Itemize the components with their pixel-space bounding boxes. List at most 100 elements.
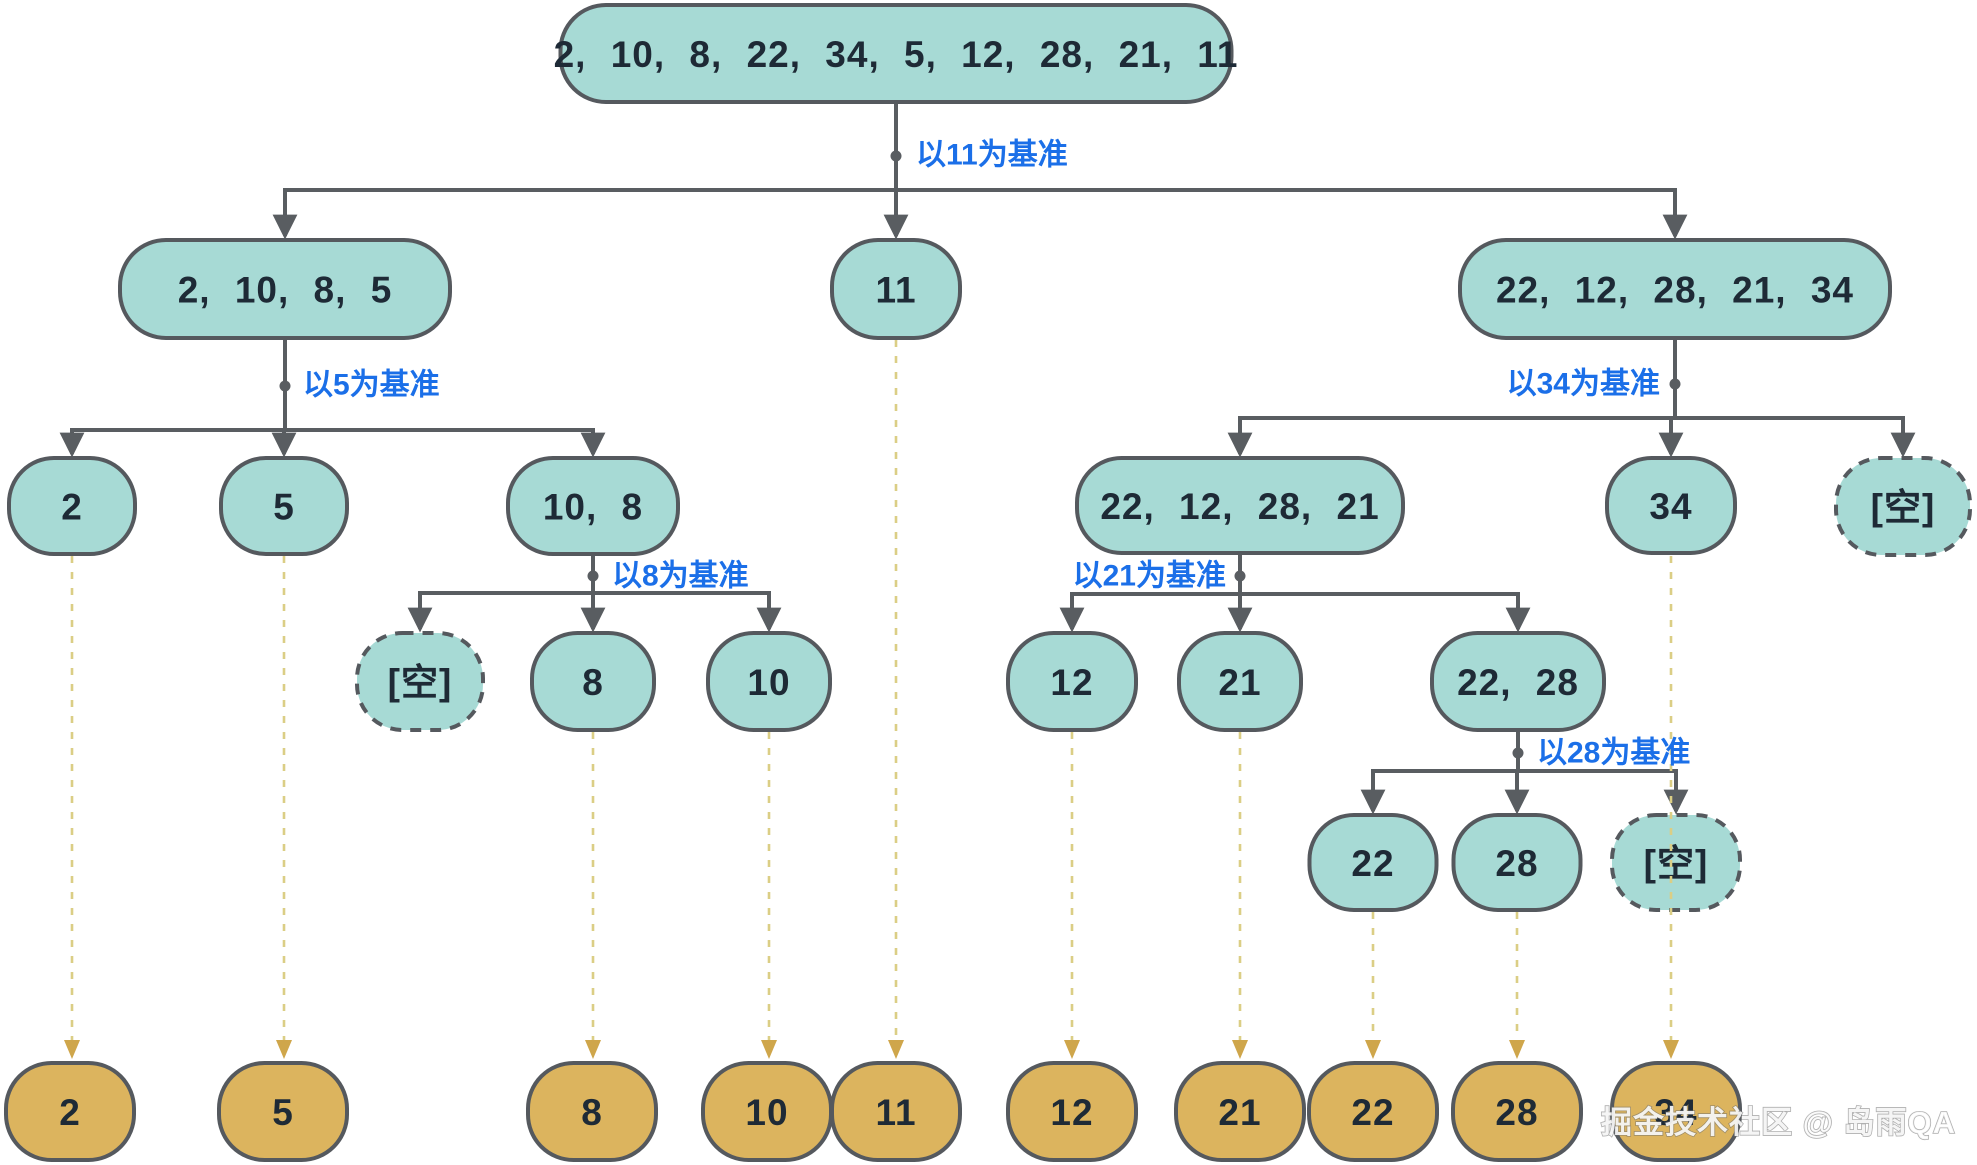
node-shape bbox=[1075, 456, 1405, 555]
watermark: 掘金技术社区 @ 岛雨QA bbox=[1601, 1105, 1956, 1140]
pivot-labels-layer: 以11为基准以5为基准以34为基准以8为基准以21为基准以28为基准 bbox=[279, 139, 1690, 770]
dashed-arrowhead-icon bbox=[1064, 1040, 1080, 1059]
pivot-label: 以21为基准 bbox=[1073, 560, 1226, 593]
tree-node: 10 bbox=[706, 631, 832, 732]
node-shape bbox=[1006, 1061, 1138, 1162]
tree-node: 2, 10, 8, 22, 34, 5, 12, 28, 21, 11 bbox=[554, 3, 1239, 104]
dashed-arrowhead-icon bbox=[761, 1040, 777, 1059]
node-shape bbox=[1605, 456, 1737, 555]
node-shape bbox=[530, 631, 656, 732]
sorted-node: 28 bbox=[1451, 1061, 1583, 1162]
node-shape bbox=[506, 456, 680, 556]
node-shape bbox=[1610, 1061, 1742, 1162]
dashed-links-layer bbox=[64, 340, 1679, 1059]
tree-node: 8 bbox=[530, 631, 656, 732]
node-shape bbox=[1006, 631, 1138, 732]
dashed-arrowhead-icon bbox=[1365, 1040, 1381, 1059]
node-shape bbox=[1307, 813, 1439, 912]
dashed-arrowhead-icon bbox=[585, 1040, 601, 1059]
node-shape bbox=[7, 456, 137, 556]
tree-node: 12 bbox=[1006, 631, 1138, 732]
tree-node: 22, 12, 28, 21 bbox=[1075, 456, 1405, 555]
node-label: 2 bbox=[59, 1092, 81, 1133]
node-shape bbox=[1307, 1061, 1439, 1162]
tree-node: 5 bbox=[219, 456, 349, 556]
pivot-anchor-dot bbox=[587, 570, 599, 582]
tree-node: 22, 28 bbox=[1430, 631, 1606, 732]
pivot-anchor-dot bbox=[890, 150, 902, 162]
node-shape bbox=[706, 631, 832, 732]
node-label: 5 bbox=[273, 487, 295, 528]
node-label: 8 bbox=[581, 1092, 603, 1133]
sorted-node: 34 bbox=[1610, 1061, 1742, 1162]
tree-node: 28 bbox=[1451, 813, 1583, 912]
node-shape bbox=[830, 1061, 962, 1162]
sorted-node: 11 bbox=[830, 1061, 962, 1162]
sorted-node: 12 bbox=[1006, 1061, 1138, 1162]
pivot-anchor-dot bbox=[279, 380, 291, 392]
node-label: 2, 10, 8, 22, 34, 5, 12, 28, 21, 11 bbox=[554, 34, 1239, 75]
node-label: 5 bbox=[272, 1092, 294, 1133]
node-label: [空] bbox=[388, 662, 453, 703]
node-label: 21 bbox=[1218, 662, 1261, 703]
sorted-node: 2 bbox=[4, 1061, 136, 1162]
node-label: [空] bbox=[1644, 843, 1709, 884]
node-shape bbox=[1834, 456, 1972, 557]
sorted-node: 22 bbox=[1307, 1061, 1439, 1162]
empty-node: [空] bbox=[1834, 456, 1972, 557]
node-shape bbox=[526, 1061, 658, 1162]
node-shape bbox=[1430, 631, 1606, 732]
node-label: 22, 12, 28, 21 bbox=[1100, 486, 1379, 527]
pivot-anchor-dot bbox=[1512, 747, 1524, 759]
node-shape bbox=[217, 1061, 349, 1162]
sorted-node: 5 bbox=[217, 1061, 349, 1162]
node-label: 10 bbox=[747, 662, 790, 703]
node-shape bbox=[4, 1061, 136, 1162]
dashed-arrowhead-icon bbox=[1509, 1040, 1525, 1059]
node-shape bbox=[355, 631, 485, 732]
node-shape bbox=[118, 238, 452, 340]
tree-node: 2, 10, 8, 5 bbox=[118, 238, 452, 340]
pivot-anchor-dot bbox=[1669, 378, 1681, 390]
dashed-arrowhead-icon bbox=[888, 1040, 904, 1059]
node-shape bbox=[558, 3, 1234, 104]
node-shape bbox=[219, 456, 349, 556]
node-label: 28 bbox=[1495, 1092, 1538, 1133]
node-label: 12 bbox=[1050, 1092, 1093, 1133]
sorted-node: 21 bbox=[1174, 1061, 1306, 1162]
node-label: 22, 28 bbox=[1457, 662, 1579, 703]
dashed-arrowhead-icon bbox=[276, 1040, 292, 1059]
tree-node: 10, 8 bbox=[506, 456, 680, 556]
node-shape bbox=[1451, 813, 1583, 912]
empty-node: [空] bbox=[355, 631, 485, 732]
pivot-label: 以28为基准 bbox=[1537, 737, 1690, 770]
node-label: 28 bbox=[1495, 843, 1538, 884]
node-label: 10, 8 bbox=[543, 487, 643, 528]
empty-node: [空] bbox=[1610, 813, 1742, 912]
node-label: 2, 10, 8, 5 bbox=[178, 270, 393, 311]
node-shape bbox=[1458, 238, 1892, 340]
pivot-anchor-dot bbox=[1234, 570, 1246, 582]
node-shape bbox=[830, 238, 962, 340]
sorted-node: 10 bbox=[701, 1061, 833, 1162]
pivot-label: 以8为基准 bbox=[612, 560, 749, 593]
dashed-arrowhead-icon bbox=[1663, 1040, 1679, 1059]
node-label: 22 bbox=[1351, 1092, 1394, 1133]
node-shape bbox=[1174, 1061, 1306, 1162]
sorted-node: 8 bbox=[526, 1061, 658, 1162]
pivot-label: 以5为基准 bbox=[303, 369, 440, 402]
dashed-arrowhead-icon bbox=[1232, 1040, 1248, 1059]
node-label: 22, 12, 28, 21, 34 bbox=[1496, 270, 1854, 311]
node-shape bbox=[1451, 1061, 1583, 1162]
connector-lines-layer bbox=[59, 102, 1916, 815]
pivot-label: 以11为基准 bbox=[916, 139, 1068, 172]
tree-node: 21 bbox=[1177, 631, 1303, 732]
node-label: 34 bbox=[1649, 486, 1692, 527]
node-label: 34 bbox=[1654, 1092, 1697, 1133]
tree-node: 2 bbox=[7, 456, 137, 556]
tree-node: 34 bbox=[1605, 456, 1737, 555]
node-shape bbox=[1177, 631, 1303, 732]
node-label: [空] bbox=[1871, 487, 1936, 528]
